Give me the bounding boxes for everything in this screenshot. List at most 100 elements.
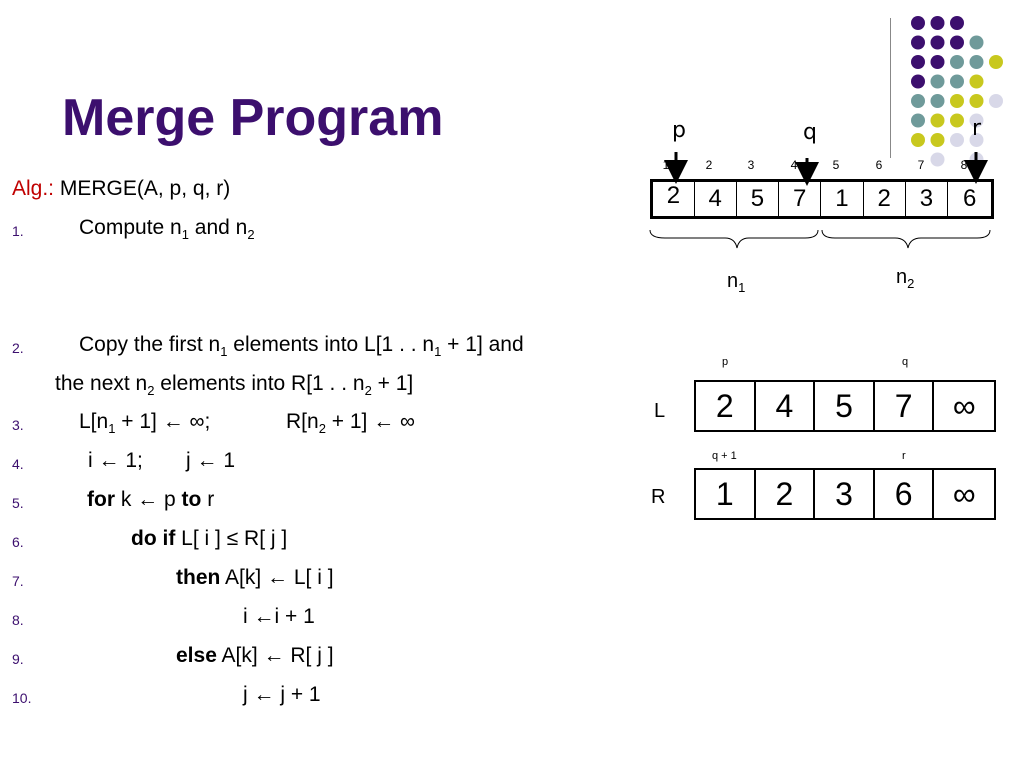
array-a: 2 4 5 7 1 2 3 6 bbox=[650, 179, 994, 219]
decorative-dot bbox=[930, 55, 945, 69]
array-l-cell: ∞ bbox=[952, 388, 976, 424]
line-number: 8. bbox=[12, 612, 24, 628]
decorative-dot bbox=[969, 94, 984, 108]
code-line-4a: i ← 1; bbox=[88, 449, 143, 472]
code-line-10: j ← j + 1 bbox=[243, 683, 321, 706]
array-l-cell: 2 bbox=[696, 382, 756, 430]
decorative-dot bbox=[969, 133, 984, 147]
decorative-dot bbox=[950, 74, 964, 89]
line-number: 5. bbox=[12, 495, 24, 511]
array-l-cell: 7 bbox=[875, 382, 935, 430]
code-line-4b: j ← 1 bbox=[186, 449, 236, 472]
line-number: 6. bbox=[12, 534, 24, 550]
decorative-dot bbox=[950, 113, 964, 128]
array-a-cell: 6 bbox=[962, 185, 977, 212]
array-index: 5 bbox=[832, 158, 840, 172]
decorative-dot bbox=[930, 74, 945, 89]
page-title: Merge Program bbox=[62, 89, 444, 147]
array-r-cell: 6 bbox=[875, 470, 935, 518]
array-a-cell: 5 bbox=[737, 182, 780, 216]
code-line-3: L[n1 + 1] ← ∞; bbox=[79, 410, 211, 436]
algorithm-header: Alg.: MERGE(A, p, q, r) bbox=[12, 177, 230, 201]
decorative-dot bbox=[969, 55, 984, 69]
code-line-9: else A[k] ← R[ j ] bbox=[176, 644, 334, 667]
code-line-2-continuation: the next n2 elements into R[1 . . n2 + 1… bbox=[55, 372, 414, 398]
r-label-r: r bbox=[902, 450, 906, 462]
decorative-dot bbox=[911, 55, 925, 69]
braces bbox=[649, 229, 991, 249]
array-index: 7 bbox=[917, 158, 925, 172]
array-r: 1 2 3 6 ∞ bbox=[694, 468, 996, 520]
array-l: 2 4 5 7 ∞ bbox=[694, 380, 996, 432]
array-r-cell: ∞ bbox=[952, 476, 976, 512]
array-r-cell: 3 bbox=[815, 470, 875, 518]
decorative-dot bbox=[989, 94, 1003, 108]
decorative-dot bbox=[911, 74, 925, 89]
decorative-dot bbox=[950, 133, 964, 147]
line-number: 2. bbox=[12, 340, 24, 356]
code-line-2: Copy the first n1 elements into L[1 . . … bbox=[79, 333, 524, 359]
array-a-cell: 1 bbox=[821, 182, 864, 216]
array-l-cell: 5 bbox=[815, 382, 875, 430]
decorative-dot bbox=[911, 16, 925, 30]
decorative-dot bbox=[950, 16, 964, 30]
line-number: 1. bbox=[12, 223, 24, 239]
brace-n2 bbox=[821, 229, 991, 249]
decorative-dot bbox=[911, 113, 925, 128]
decorative-dot bbox=[930, 94, 945, 108]
decorative-dot bbox=[930, 133, 945, 147]
pointer-label-r: r bbox=[972, 116, 982, 141]
decorative-dot bbox=[911, 94, 925, 108]
array-a-cell: 3 bbox=[906, 182, 949, 216]
array-index: 6 bbox=[875, 158, 883, 172]
line-number: 3. bbox=[12, 417, 24, 433]
line-number: 10. bbox=[12, 690, 32, 706]
code-line-5: for k ← p to r bbox=[87, 488, 215, 511]
decorative-dot bbox=[969, 35, 984, 50]
decorative-dot bbox=[911, 133, 925, 147]
array-r-cell: 2 bbox=[756, 470, 816, 518]
brace-n1 bbox=[649, 229, 819, 249]
decorative-dot bbox=[969, 113, 984, 128]
array-index: 3 bbox=[747, 158, 755, 172]
line-number: 4. bbox=[12, 456, 24, 472]
brace-label-n1: n1 bbox=[727, 270, 746, 295]
decorative-dot bbox=[950, 55, 964, 69]
decorative-dot bbox=[969, 74, 984, 89]
array-index: 4 bbox=[790, 158, 798, 172]
array-a-cell: 7 bbox=[779, 182, 821, 216]
line-number: 9. bbox=[12, 651, 24, 667]
decorative-dot bbox=[930, 152, 945, 167]
algorithm-label: Alg.: bbox=[12, 177, 55, 200]
pointer-label-q: q bbox=[803, 120, 817, 145]
code-line-8: i ←i + 1 bbox=[243, 605, 315, 628]
array-r-cell: 1 bbox=[696, 470, 756, 518]
pointer-label-p: p bbox=[672, 118, 686, 143]
decorative-dot bbox=[930, 16, 945, 30]
divider-line bbox=[890, 18, 891, 158]
decorative-dot bbox=[911, 35, 925, 50]
l-label-q: q bbox=[902, 356, 909, 368]
r-array-label: R bbox=[651, 486, 666, 508]
decorative-dot bbox=[930, 35, 945, 50]
decorative-dot bbox=[950, 94, 964, 108]
array-index: 2 bbox=[705, 158, 713, 172]
r-label-q1: q + 1 bbox=[712, 450, 737, 462]
code-line-6: do if L[ i ] ≤ R[ j ] bbox=[131, 527, 288, 550]
decorative-dot bbox=[950, 35, 964, 50]
decorative-dot bbox=[930, 113, 945, 128]
array-a-cell: 2 bbox=[653, 182, 695, 216]
code-line-3b: R[n2 + 1] ← ∞ bbox=[286, 410, 416, 436]
code-line-7: then A[k] ← L[ i ] bbox=[176, 566, 334, 589]
line-number: 7. bbox=[12, 573, 24, 589]
algorithm-signature: MERGE(A, p, q, r) bbox=[59, 177, 231, 200]
l-array-label: L bbox=[654, 400, 666, 422]
decorative-dot bbox=[989, 55, 1003, 69]
l-label-p: p bbox=[722, 356, 729, 368]
brace-label-n2: n2 bbox=[896, 266, 915, 291]
array-a-cell: 2 bbox=[864, 182, 906, 216]
decorative-dot-grid bbox=[911, 16, 1003, 167]
array-a-cell: 4 bbox=[695, 182, 737, 216]
pointer-arrows bbox=[664, 152, 988, 186]
array-l-cell: 4 bbox=[756, 382, 816, 430]
